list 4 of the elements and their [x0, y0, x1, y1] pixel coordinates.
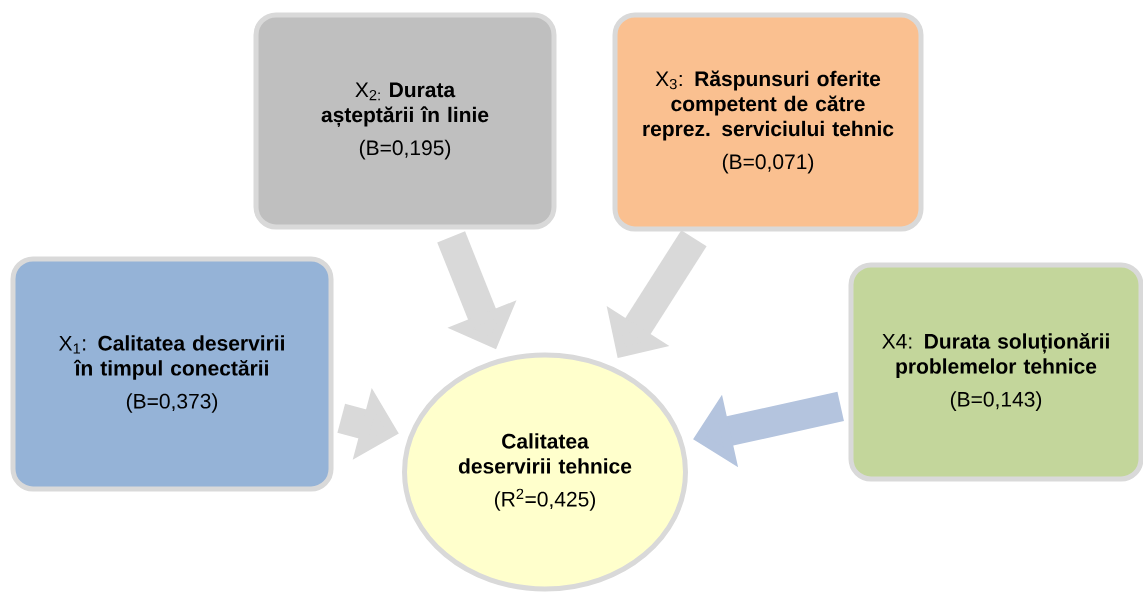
- factor-box: X$_{3}$: Răspunsuri oferite competent de către reprez. serviciului tehnic (B=0,071): [612, 12, 924, 232]
- factor-box: X$_{2:}$ Durata așteptării în linie (B=0,195): [253, 12, 557, 230]
- factor-box: X4: Durata soluționării problemelor tehnice (B=0,143): [848, 262, 1143, 482]
- factor-box: X$_{1}$: Calitatea deservirii în timpul conectării (B=0,373): [10, 256, 334, 492]
